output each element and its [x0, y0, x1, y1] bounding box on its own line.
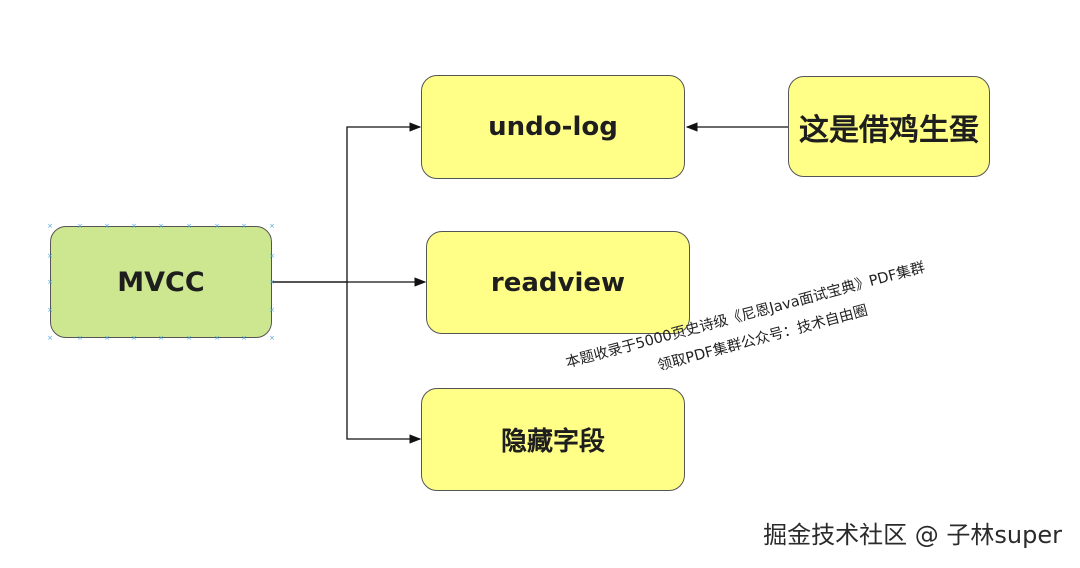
- selection-handle[interactable]: ×: [104, 334, 110, 342]
- selection-handle[interactable]: ×: [241, 334, 247, 342]
- selection-handle[interactable]: ×: [158, 334, 164, 342]
- selection-handle[interactable]: ×: [131, 222, 137, 230]
- readview-label: readview: [490, 267, 626, 298]
- arrow-mvcc-to-undo-log: [272, 122, 422, 283]
- selection-handle[interactable]: ×: [47, 334, 53, 342]
- mvcc-label: MVCC: [117, 266, 205, 298]
- hidden-fields-node[interactable]: 隐藏字段: [421, 388, 685, 491]
- selection-handle[interactable]: ×: [269, 306, 275, 314]
- selection-handle[interactable]: ×: [269, 278, 275, 286]
- selection-handle[interactable]: ×: [269, 252, 275, 260]
- selection-handle[interactable]: ×: [186, 334, 192, 342]
- selection-handle[interactable]: ×: [214, 222, 220, 230]
- selection-handle[interactable]: ×: [47, 306, 53, 314]
- selection-handle[interactable]: ×: [186, 222, 192, 230]
- selection-handle[interactable]: ×: [158, 222, 164, 230]
- selection-handle[interactable]: ×: [47, 252, 53, 260]
- note-label: 这是借鸡生蛋: [799, 112, 979, 148]
- readview-node[interactable]: readview: [426, 231, 690, 334]
- selection-handle[interactable]: ×: [241, 222, 247, 230]
- selection-handle[interactable]: ×: [269, 222, 275, 230]
- selection-handle[interactable]: ×: [47, 278, 53, 286]
- undo-log-label: undo-log: [488, 112, 618, 142]
- selection-handle[interactable]: ×: [104, 222, 110, 230]
- note-node[interactable]: 这是借鸡生蛋: [788, 76, 990, 177]
- selection-handle[interactable]: ×: [214, 334, 220, 342]
- selection-handle[interactable]: ×: [47, 222, 53, 230]
- brand-watermark: 掘金技术社区 @ 子林super: [763, 521, 1062, 549]
- selection-handle[interactable]: ×: [269, 334, 275, 342]
- mvcc-node[interactable]: MVCC: [50, 226, 272, 338]
- selection-handle[interactable]: ×: [131, 334, 137, 342]
- arrow-mvcc-to-hidden-fields: [346, 282, 422, 444]
- hidden-fields-label: 隐藏字段: [500, 427, 605, 457]
- undo-log-node[interactable]: undo-log: [421, 75, 685, 179]
- selection-handle[interactable]: ×: [77, 222, 83, 230]
- selection-handle[interactable]: ×: [77, 334, 83, 342]
